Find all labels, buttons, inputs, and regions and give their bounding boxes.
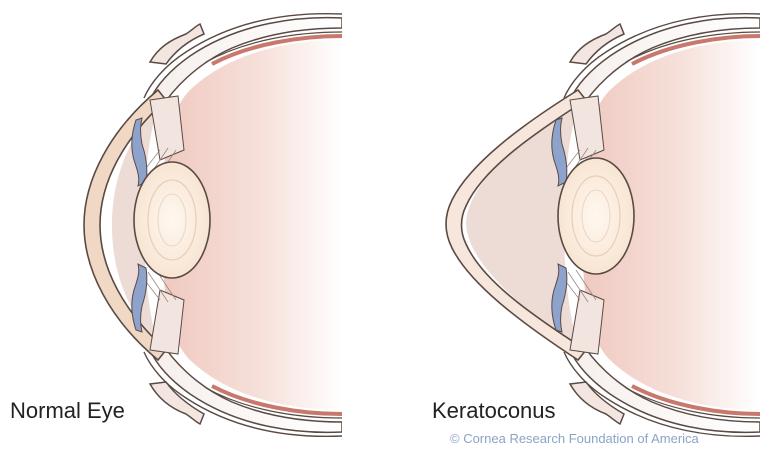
copyright-credit: © Cornea Research Foundation of America (450, 431, 760, 447)
normal-eye-diagram (84, 14, 342, 437)
keratoconus-eye-diagram (446, 14, 760, 437)
ciliary-body-upper (570, 96, 604, 160)
ciliary-body-lower (150, 290, 184, 354)
ciliary-body-lower (570, 290, 604, 354)
ciliary-body-upper (150, 96, 184, 160)
keratoconus-label: Keratoconus (432, 398, 556, 424)
normal-eye-label: Normal Eye (10, 398, 125, 424)
